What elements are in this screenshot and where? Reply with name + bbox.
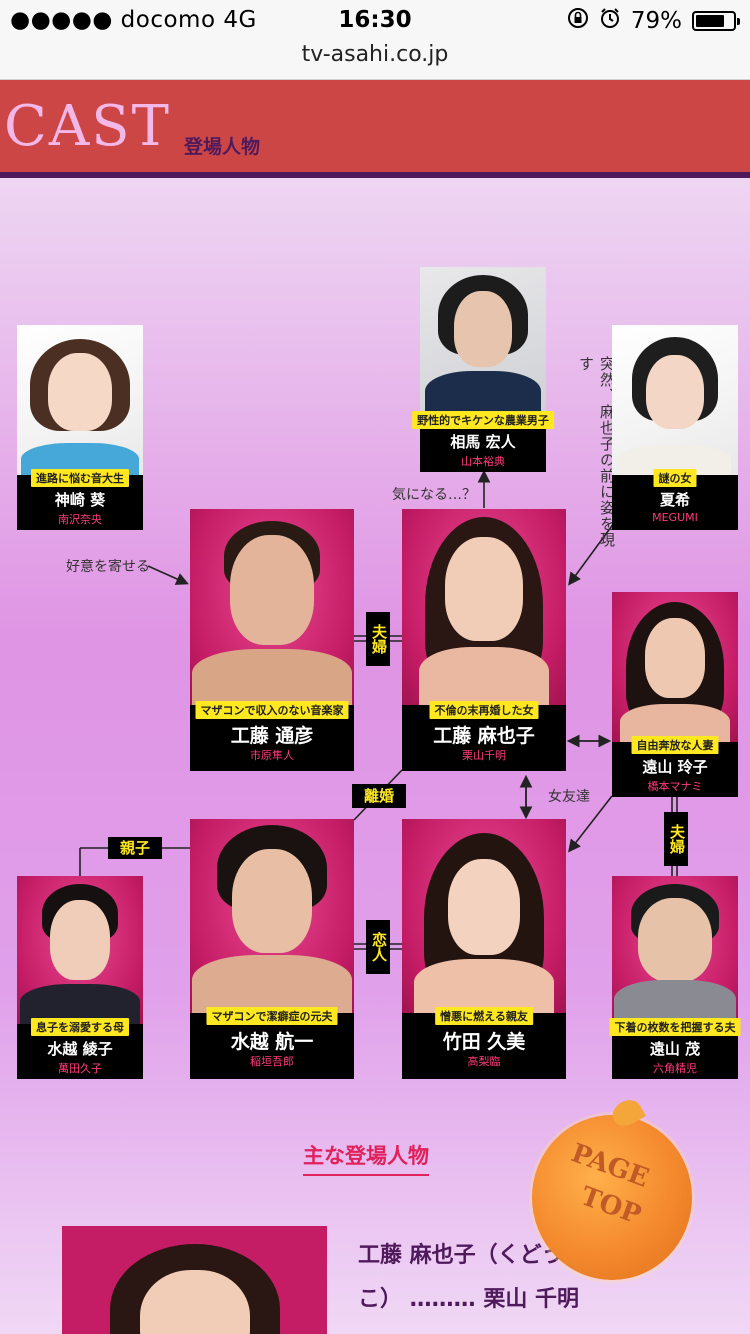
page-top-button[interactable]: PAGE TOP — [532, 1095, 692, 1280]
url-bar[interactable]: tv-asahi.co.jp — [0, 40, 750, 80]
cast-name: 遠山 玲子 — [642, 758, 708, 776]
cast-card-natsuki[interactable]: 謎の女 夏希 MEGUMI — [612, 325, 738, 530]
profile-thumbnail — [62, 1226, 327, 1334]
cast-photo — [612, 876, 738, 1024]
url-text: tv-asahi.co.jp — [301, 42, 449, 67]
cast-photo — [402, 509, 566, 705]
cast-name: 水越 航一 — [230, 1031, 314, 1053]
cast-name: 工藤 麻也子 — [433, 725, 535, 747]
rotation-lock-icon — [567, 7, 589, 35]
status-bar: ●●●●● docomo 4G 16:30 79% — [0, 0, 750, 40]
cast-actor: 橋本マナミ — [647, 780, 703, 793]
main-characters-title: 主な登場人物 — [303, 1140, 429, 1176]
cast-card-shigeru[interactable]: 下着の枚数を把握する夫 遠山 茂 六角精児 — [609, 876, 741, 1079]
cast-tag: 息子を溺愛する母 — [31, 1018, 129, 1036]
cast-photo — [17, 876, 143, 1024]
cast-actor: 南沢奈央 — [58, 513, 102, 526]
cast-card-koichi[interactable]: マザコンで潔癖症の元夫 水越 航一 稲垣吾郎 — [190, 819, 354, 1079]
cast-actor: 萬田久子 — [58, 1062, 102, 1075]
carrier-label: ●●●●● docomo 4G — [10, 7, 257, 33]
cast-photo — [612, 325, 738, 475]
label-koui: 好意を寄せる — [66, 559, 150, 575]
cast-name: 相馬 宏人 — [450, 433, 516, 451]
cast-actor: 六角精児 — [653, 1062, 697, 1075]
cast-tag: 下着の枚数を把握する夫 — [609, 1018, 741, 1036]
cast-card-ayako-mizukoshi[interactable]: 息子を溺愛する母 水越 綾子 萬田久子 — [17, 876, 143, 1079]
cast-tag: 憎悪に燃える親友 — [435, 1007, 533, 1025]
cast-actor: 山本裕典 — [461, 455, 505, 468]
cast-photo — [190, 819, 354, 1013]
battery-icon — [692, 11, 740, 31]
cast-title: CAST — [4, 94, 172, 159]
cast-tag: マザコンで収入のない音楽家 — [195, 701, 349, 719]
cast-card-reiko[interactable]: 自由奔放な人妻 遠山 玲子 橋本マナミ — [612, 592, 738, 797]
cast-photo — [17, 325, 143, 475]
cast-actor: 栗山千明 — [462, 749, 506, 762]
relation-oyako: 親子 — [108, 837, 162, 859]
cast-name: 神崎 葵 — [54, 491, 106, 509]
cast-name: 竹田 久美 — [442, 1031, 526, 1053]
cast-card-kumi[interactable]: 憎悪に燃える親友 竹田 久美 高梨臨 — [402, 819, 566, 1079]
relation-koibito: 恋人 — [366, 920, 390, 974]
cast-photo — [612, 592, 738, 742]
cast-card-michihiko[interactable]: マザコンで収入のない音楽家 工藤 通彦 市原隼人 — [190, 509, 354, 771]
battery-percent: 79% — [630, 8, 682, 34]
cast-photo — [190, 509, 354, 705]
clock: 16:30 — [338, 7, 412, 33]
cast-photo — [420, 267, 546, 417]
alarm-icon — [599, 7, 621, 35]
relation-rikon: 離婚 — [352, 784, 406, 808]
cast-name: 工藤 通彦 — [230, 725, 314, 747]
cast-card-ayako-kudo[interactable]: 不倫の末再婚した女 工藤 麻也子 栗山千明 — [402, 509, 566, 771]
label-totsuzen: 突然、麻也子の前に姿を現す — [577, 356, 616, 548]
label-kininaru: 気になる…？ — [392, 487, 476, 503]
page-top-label-1: PAGE — [567, 1138, 653, 1194]
cast-tag: 不倫の末再婚した女 — [429, 701, 539, 719]
cast-tag: マザコンで潔癖症の元夫 — [206, 1007, 338, 1025]
relationship-chart: 夫婦 夫婦 離婚 親子 恋人 気になる…？ 好意を寄せる 突然、麻也子の前に姿を… — [0, 178, 750, 1334]
status-right: 79% — [567, 7, 740, 35]
cast-header: CAST 登場人物 — [0, 80, 750, 178]
cast-actor: MEGUMI — [652, 511, 698, 524]
cast-subtitle: 登場人物 — [184, 136, 261, 158]
cast-actor: 稲垣吾郎 — [250, 1055, 294, 1068]
relation-fufu-main: 夫婦 — [366, 612, 390, 666]
label-onnatomodachi: 女友達 — [548, 789, 590, 805]
cast-tag: 進路に悩む音大生 — [31, 469, 129, 487]
cast-tag: 謎の女 — [653, 469, 697, 487]
cast-tag: 野性的でキケンな農業男子 — [412, 411, 554, 429]
cast-name: 夏希 — [659, 491, 690, 509]
profile-line-2: こ） ……… 栗山 千明 — [358, 1287, 579, 1312]
cast-card-kanzaki[interactable]: 進路に悩む音大生 神崎 葵 南沢奈央 — [17, 325, 143, 530]
cast-name: 遠山 茂 — [649, 1040, 701, 1058]
cast-name: 水越 綾子 — [47, 1040, 113, 1058]
cast-actor: 高梨臨 — [467, 1055, 501, 1068]
relation-fufu-toyama: 夫婦 — [664, 812, 688, 866]
cast-actor: 市原隼人 — [250, 749, 294, 762]
cast-tag: 自由奔放な人妻 — [631, 736, 719, 754]
cast-card-soma[interactable]: 野性的でキケンな農業男子 相馬 宏人 山本裕典 — [412, 267, 554, 472]
cast-photo — [402, 819, 566, 1013]
